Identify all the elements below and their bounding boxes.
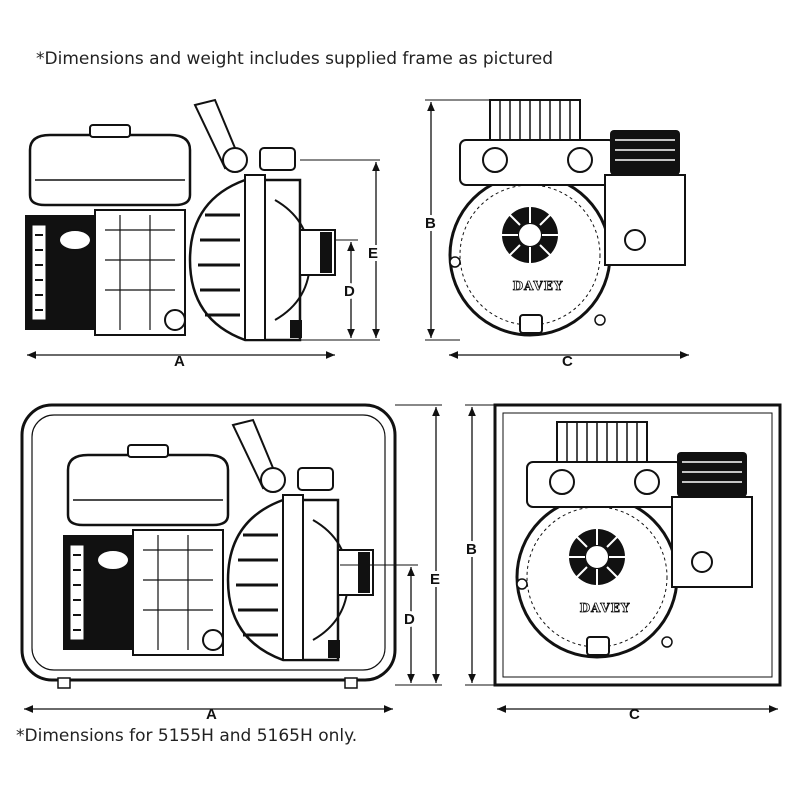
dimension-b-top: B xyxy=(422,102,439,338)
label-c-bottom: C xyxy=(629,706,640,723)
label-b-top: B xyxy=(425,215,436,232)
dimension-b-bottom: B xyxy=(463,407,480,683)
label-b-bottom: B xyxy=(466,541,477,558)
front-view-unframed: DAVEY xyxy=(448,98,687,337)
dimension-d-top: D xyxy=(341,242,358,338)
dimension-a-bottom: A xyxy=(24,705,393,723)
davey-logo: DAVEY xyxy=(513,279,564,293)
caption-bottom: *Dimensions for 5155H and 5165H only. xyxy=(16,726,358,746)
caption-top: *Dimensions and weight includes supplied… xyxy=(36,49,554,69)
dimension-c-top: C xyxy=(449,351,689,370)
davey-logo-bottom: DAVEY xyxy=(580,601,631,615)
dimension-d-bottom: D xyxy=(401,567,418,683)
label-d-top: D xyxy=(344,283,355,300)
front-view-framed: DAVEY xyxy=(493,403,782,687)
dimension-e-top: E xyxy=(365,162,381,338)
label-a-top: A xyxy=(174,353,185,370)
dimension-c-bottom: C xyxy=(497,705,778,723)
side-view-framed xyxy=(20,403,397,689)
label-e-bottom: E xyxy=(430,571,440,588)
label-e-top: E xyxy=(368,245,378,262)
dimension-a-top: A xyxy=(27,351,335,370)
label-d-bottom: D xyxy=(404,611,415,628)
side-view-unframed xyxy=(23,98,337,342)
dimension-e-bottom: E xyxy=(427,407,443,683)
label-c-top: C xyxy=(562,353,573,370)
label-a-bottom: A xyxy=(206,706,217,723)
